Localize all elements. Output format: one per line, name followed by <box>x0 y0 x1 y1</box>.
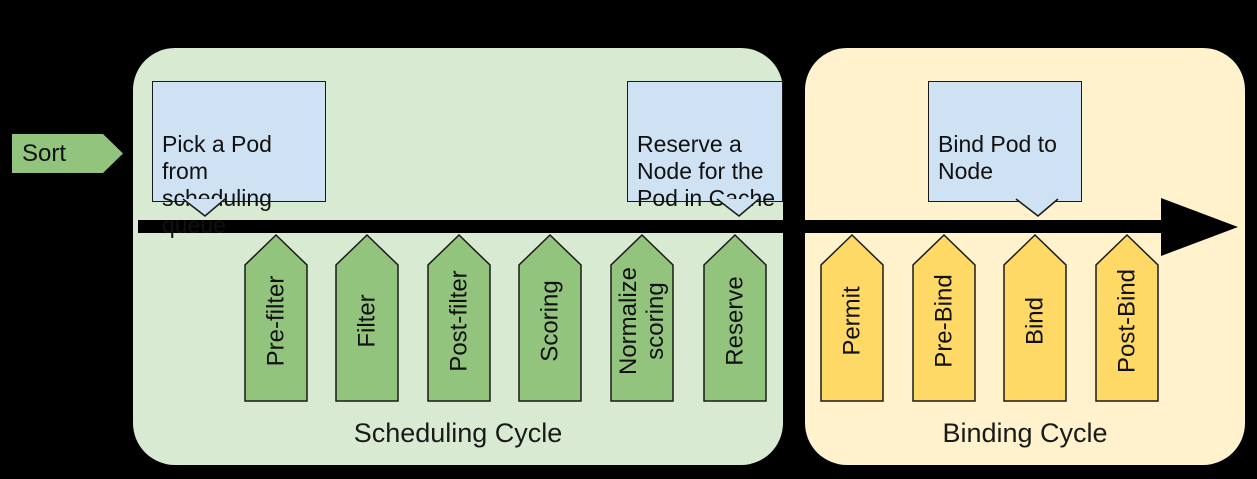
stage-arrow-icon <box>427 233 491 402</box>
callout-tail-icon <box>1015 198 1059 217</box>
stage-arrow-icon <box>518 233 582 402</box>
stage-arrow-icon <box>703 233 767 402</box>
stage-pre-bind: Pre-Bind <box>912 233 976 402</box>
stage-label: Scoring <box>536 280 564 363</box>
stage-filter: Filter <box>335 233 399 402</box>
callout-tail-icon <box>182 198 226 217</box>
stage-scoring: Scoring <box>518 233 582 402</box>
stage-normalize-scoring: Normalize scoring <box>610 233 674 402</box>
stage-label: Permit <box>838 286 866 357</box>
stage-label: Reserve <box>721 276 749 367</box>
timeline-arrow-shaft <box>138 220 1164 233</box>
stage-arrow-icon <box>820 233 884 402</box>
callout-tail-icon <box>716 198 760 217</box>
sort-label: Sort <box>22 139 67 167</box>
stage-label: Filter <box>353 294 381 349</box>
callout-bind-pod-text: Bind Pod to Node <box>938 131 1057 184</box>
stage-arrow-icon <box>912 233 976 402</box>
stage-arrow-icon <box>244 233 308 402</box>
stage-arrow-icon <box>610 233 674 402</box>
binding-cycle-title: Binding Cycle <box>942 418 1108 448</box>
callout-pick-pod: Pick a Pod from scheduling queue <box>152 81 326 238</box>
stage-label: Pre-filter <box>262 276 290 367</box>
sort-arrow: Sort <box>12 134 123 173</box>
stage-permit: Permit <box>820 233 884 402</box>
scheduling-cycle-title: Scheduling Cycle <box>353 418 563 448</box>
stage-bind: Bind <box>1003 233 1067 402</box>
callout-reserve-node: Reserve a Node for the Pod in Cache <box>627 81 783 217</box>
stage-label: Normalize scoring <box>615 267 669 376</box>
stage-label: Pre-Bind <box>930 274 958 369</box>
stage-label: Post-filter <box>445 270 473 373</box>
stage-pre-filter: Pre-filter <box>244 233 308 402</box>
stage-post-bind: Post-Bind <box>1095 233 1159 402</box>
stage-arrow-icon <box>1095 233 1159 402</box>
stage-post-filter: Post-filter <box>427 233 491 402</box>
stage-reserve: Reserve <box>703 233 767 402</box>
stage-label: Post-Bind <box>1113 269 1141 374</box>
stage-arrow-icon <box>1003 233 1067 402</box>
stage-arrow-icon <box>335 233 399 402</box>
stage-label: Bind <box>1021 297 1049 346</box>
callout-bind-pod: Bind Pod to Node <box>928 81 1082 217</box>
callout-pick-pod-text: Pick a Pod from scheduling queue <box>162 131 272 238</box>
